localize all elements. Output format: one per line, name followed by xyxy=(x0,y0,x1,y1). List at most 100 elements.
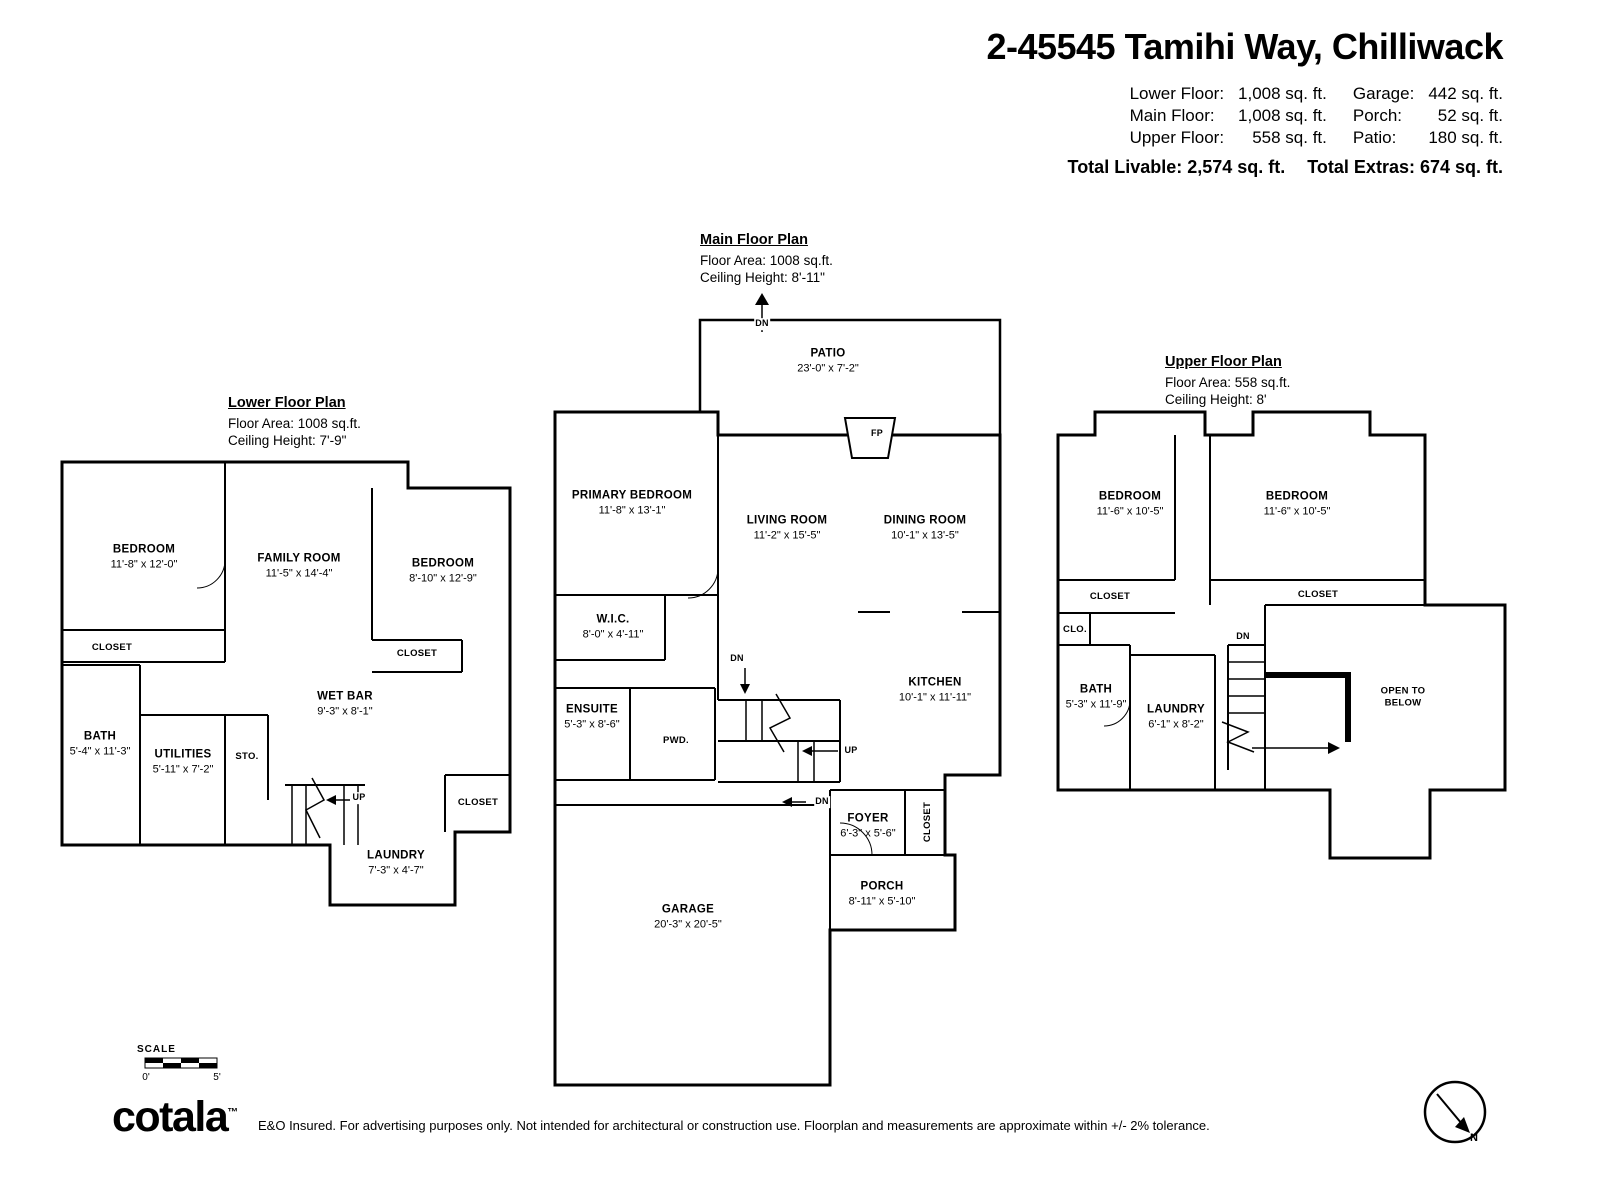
stair-direction-label: DN xyxy=(1235,631,1251,643)
lower-up-arrow-head xyxy=(326,795,336,805)
upper-clo-label: CLO. xyxy=(1063,624,1087,636)
total-livable: Total Livable: 2,574 sq. ft. xyxy=(1067,157,1286,177)
room-name: LAUNDRY xyxy=(367,849,425,862)
main-closet-label: CLOSET xyxy=(922,802,934,842)
room-dims: 10'-1" x 11'-11" xyxy=(898,691,972,704)
main-powder-room-label: PWD. xyxy=(663,735,689,747)
room-name: CLOSET xyxy=(1089,590,1131,602)
lower-wet-bar-label: WET BAR 9'-3" x 8'-1" xyxy=(317,689,373,718)
room-name: CLOSET xyxy=(396,647,438,659)
room-name: FAMILY ROOM xyxy=(257,552,341,565)
upper-stair-treads xyxy=(1228,661,1265,714)
scale-start-tick: 0' xyxy=(142,1072,150,1083)
plan-floor-area: Floor Area: 558 sq.ft. xyxy=(1165,374,1291,390)
room-name: FOYER xyxy=(847,812,889,825)
main-up-label: UP xyxy=(843,745,859,757)
compass-needle xyxy=(1436,1093,1463,1125)
upper-bath-label: BATH 5'-3" x 11'-9" xyxy=(1066,682,1127,711)
room-name: DINING ROOM xyxy=(883,514,967,527)
main-stair-treads xyxy=(745,700,815,782)
main-patio-dn-label: DN xyxy=(754,318,770,330)
stat-value: 1,008 sq. ft. xyxy=(1238,105,1327,125)
upper-stair-break xyxy=(1221,721,1255,753)
main-foyer-label: FOYER 6'-3" x 5'-6" xyxy=(840,811,895,840)
upper-plan-heading: Upper Floor Plan Floor Area: 558 sq.ft. … xyxy=(1165,353,1290,409)
upper-inner-walls xyxy=(1058,435,1425,790)
stat-label: Upper Floor: xyxy=(1129,127,1225,147)
lower-floor-walls xyxy=(60,460,512,907)
upper-open-to-below-label: OPEN TO BELOW xyxy=(1381,686,1426,711)
total-extras: Total Extras: 674 sq. ft. xyxy=(1307,157,1503,177)
main-stair-break xyxy=(768,693,792,753)
stair-direction-label: DN xyxy=(754,318,770,330)
room-name: W.I.C. xyxy=(596,613,630,626)
patio-dn-arrow-head xyxy=(755,293,769,305)
room-dims: 10'-1" x 13'-5" xyxy=(891,529,959,542)
room-dims: 5'-3" x 8'-6" xyxy=(564,718,620,731)
room-name: WET BAR xyxy=(317,690,373,703)
room-dims: 11'-8" x 12'-0" xyxy=(110,558,178,571)
room-name: STO. xyxy=(235,750,259,762)
room-name: BEDROOM xyxy=(411,557,475,570)
lower-closet-3-label: CLOSET xyxy=(458,797,498,809)
room-name: OPEN TO BELOW xyxy=(1380,685,1426,709)
scale-end-tick: 5' xyxy=(213,1072,221,1083)
logo-text: cotala xyxy=(112,1093,229,1141)
scale-label: SCALE xyxy=(137,1044,176,1055)
upper-bedroom-2-label: BEDROOM 11'-6" x 10'-5" xyxy=(1264,489,1331,518)
room-dims: 5'-11" x 7'-2" xyxy=(152,763,214,776)
plan-title: Lower Floor Plan xyxy=(228,395,346,411)
plan-floor-area: Floor Area: 1008 sq.ft. xyxy=(228,415,361,431)
scale-segment xyxy=(199,1063,217,1068)
plan-floor-area: Floor Area: 1008 sq.ft. xyxy=(700,252,833,268)
upper-bath-door-arc xyxy=(1103,699,1131,727)
room-name: BATH xyxy=(1079,683,1113,696)
main-dn-low-label: DN xyxy=(814,796,830,808)
room-name: PATIO xyxy=(810,347,846,360)
lower-family-room-label: FAMILY ROOM 11'-5" x 14'-4" xyxy=(257,551,340,580)
main-porch-label: PORCH 8'-11" x 5'-10" xyxy=(849,879,916,908)
room-name: GARAGE xyxy=(661,903,715,916)
main-kitchen-label: KITCHEN 10'-1" x 11'-11" xyxy=(899,675,971,704)
scale-segment xyxy=(181,1058,199,1063)
room-name: LAUNDRY xyxy=(1147,703,1205,716)
main-garage-label: GARAGE 20'-3" x 20'-5" xyxy=(654,902,722,931)
room-dims: 11'-8" x 13'-1" xyxy=(598,504,666,517)
room-dims: 11'-2" x 15'-5" xyxy=(753,529,821,542)
room-dims: 11'-6" x 10'-5" xyxy=(1263,505,1331,518)
room-name: CLOSET xyxy=(91,641,133,653)
lower-storage-label: STO. xyxy=(235,751,258,763)
scale-segment xyxy=(145,1058,163,1063)
main-ensuite-label: ENSUITE 5'-3" x 8'-6" xyxy=(564,702,619,731)
stat-label: Lower Floor: xyxy=(1129,84,1225,103)
upper-dn-label: DN xyxy=(1235,631,1251,643)
stat-value: 52 sq. ft. xyxy=(1437,105,1503,125)
room-name: CLOSET xyxy=(457,796,499,808)
scale-segment xyxy=(163,1063,181,1068)
scale-bar xyxy=(144,1057,218,1069)
lower-stair-break xyxy=(305,777,326,839)
main-floor-walls xyxy=(553,293,1002,1087)
main-wic-label: W.I.C. 8'-0" x 4'-11" xyxy=(583,612,644,641)
room-name: BEDROOM xyxy=(1098,490,1162,503)
main-dn-low-arrow-head xyxy=(782,797,792,807)
upper-stair-arrow-head xyxy=(1328,742,1340,754)
stats-floors-group: Lower Floor: 1,008 sq. ft. Main Floor: 1… xyxy=(1130,83,1327,148)
upper-floor-walls xyxy=(1056,410,1507,860)
room-dims: 23'-0" x 7'-2" xyxy=(797,362,859,375)
plan-ceiling-height: Ceiling Height: 7'-9" xyxy=(228,433,347,449)
stat-label: Patio: xyxy=(1352,127,1397,147)
main-primary-bedroom-label: PRIMARY BEDROOM 11'-8" x 13'-1" xyxy=(572,488,692,517)
room-name: LIVING ROOM xyxy=(746,514,828,527)
lower-utilities-label: UTILITIES 5'-11" x 7'-2" xyxy=(153,747,214,776)
main-up-arrow-head xyxy=(802,746,812,756)
stat-label: Porch: xyxy=(1352,105,1403,125)
plan-title: Main Floor Plan xyxy=(700,232,808,248)
stair-direction-label: UP xyxy=(843,745,859,757)
scale-frame xyxy=(144,1057,218,1069)
upper-closet-1-label: CLOSET xyxy=(1090,591,1130,603)
room-dims: 8'-11" x 5'-10" xyxy=(848,895,916,908)
stair-direction-label: DN xyxy=(729,653,745,665)
compass-arrow-head xyxy=(1455,1117,1470,1133)
room-dims: 8'-10" x 12'-9" xyxy=(409,572,477,585)
